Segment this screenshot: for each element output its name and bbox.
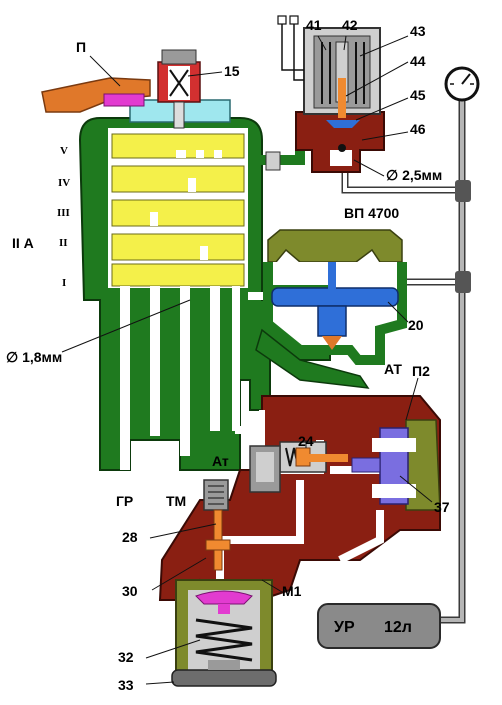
pressure-gauge-icon [444,66,480,102]
label-41: 41 [306,17,322,33]
label-position-iv: IV [58,177,70,189]
label-ur: УР [334,619,355,636]
label-position-ii: II [59,237,68,249]
stabilizer [277,15,385,173]
equalizing-reservoir [317,603,441,649]
label-position-v: V [60,145,68,157]
label-42: 42 [342,17,358,33]
valve-cap [129,49,231,129]
label-tm: ТМ [166,493,186,509]
label-37: 37 [434,499,450,515]
label-p2: П2 [412,363,430,379]
label-44: 44 [410,53,426,69]
label-vp-4700: ВП 4700 [344,205,399,221]
label-iia: II А [12,235,34,251]
label-45: 45 [410,87,426,103]
label-43: 43 [410,23,426,39]
label-15: 15 [224,63,240,79]
label-diameter-1-8: ∅ 1,8мм [6,349,62,365]
label-diameter-2-5: ∅ 2,5мм [386,167,442,183]
label-33: 33 [118,677,134,693]
labels: П 15 41 42 43 44 45 46 ∅ 2,5мм ВП 4700 2… [6,17,450,693]
spring-housing [171,579,277,687]
label-p1: П [76,39,86,55]
leader-lines [61,35,433,685]
label-position-i: I [62,277,66,289]
relief-valve-column [203,479,231,571]
label-20: 20 [408,317,424,333]
label-position-iii: III [57,207,70,219]
label-24: 24 [298,433,314,449]
driver-handle [41,77,151,113]
label-28: 28 [122,529,138,545]
label-gr: ГР [116,493,133,509]
equalizing-piston [255,229,407,389]
label-at-left: Ат [212,453,229,469]
main-valve-body [78,117,331,471]
label-46: 46 [410,121,426,137]
label-m1: М1 [282,583,302,599]
label-ur-volume: 12л [384,619,412,636]
label-at-right: АТ [384,361,402,377]
label-30: 30 [122,583,138,599]
label-32: 32 [118,649,134,665]
